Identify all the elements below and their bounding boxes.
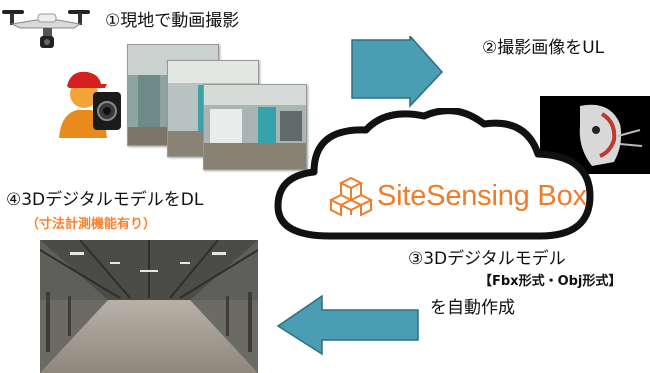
step3-formats: 【Fbx形式・Obj形式】 — [479, 274, 622, 289]
upload-arrow — [351, 36, 444, 108]
cloud-shape — [274, 108, 594, 240]
cube-logo-icon — [329, 176, 373, 216]
step3-label: ③3Dデジタルモデル — [408, 249, 566, 269]
step2-label: ②撮影画像をUL — [482, 38, 605, 58]
step4-label: ④3DデジタルモデルをDL — [6, 190, 204, 210]
3d-model-image — [40, 240, 258, 373]
download-arrow — [276, 294, 419, 356]
site-photo-3 — [203, 84, 307, 170]
brand-name: SiteSensing Box — [377, 180, 587, 212]
step3-suffix: を自動作成 — [430, 298, 515, 318]
step4-note: （寸法計測機能有り） — [26, 217, 157, 232]
camera-operator-icon — [59, 71, 121, 138]
step1-label: ①現地で動画撮影 — [105, 11, 240, 31]
drone-icon — [2, 10, 90, 48]
